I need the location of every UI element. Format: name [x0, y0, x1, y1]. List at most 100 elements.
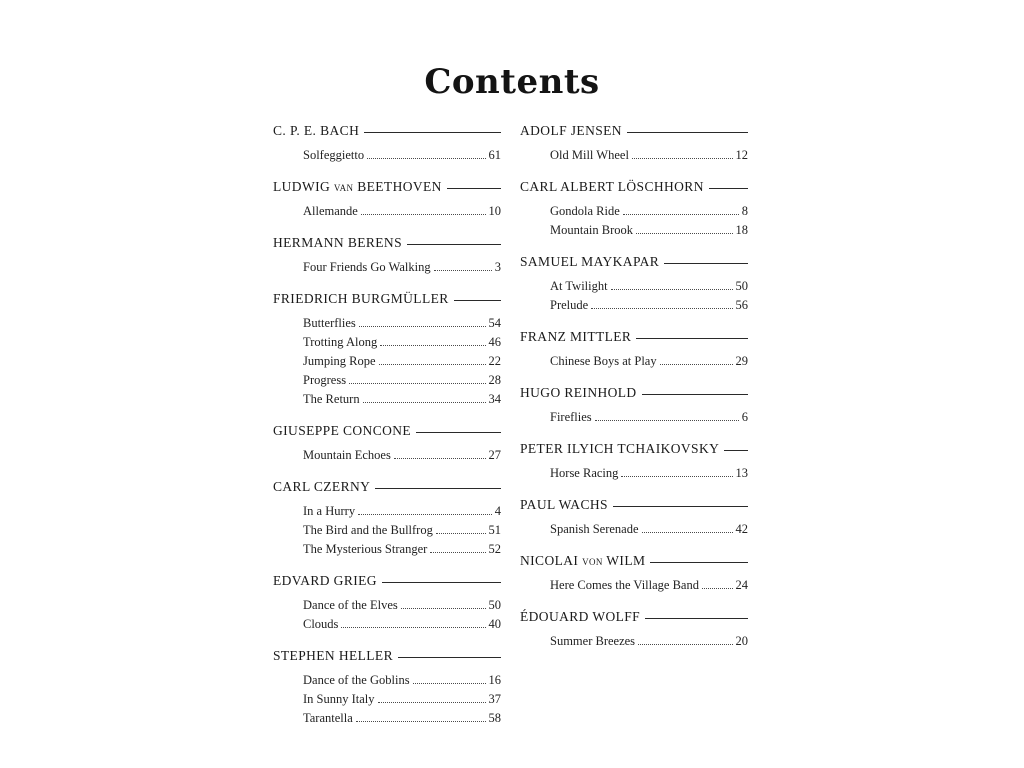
composer-heading: PETER ILYICH TCHAIKOVSKY — [520, 439, 748, 459]
dot-leader — [435, 533, 486, 534]
dot-leader — [621, 476, 733, 477]
composer-section: ÉDOUARD WOLFF Summer Breezes 20 — [520, 607, 748, 651]
composer-rule-line — [645, 618, 748, 619]
dot-leader — [380, 345, 486, 346]
composer-heading: PAUL WACHS — [520, 495, 748, 515]
composer-name: FRANZ MITTLER — [520, 329, 632, 344]
piece-page-number: 46 — [488, 335, 502, 349]
piece-row: Clouds 40 — [273, 615, 501, 634]
composer-section: STEPHEN HELLER Dance of the Goblins 16 In S… — [273, 646, 501, 728]
composer-rule-line — [416, 432, 501, 433]
page-title: Contents — [424, 62, 600, 102]
piece-title: Dance of the Goblins — [303, 673, 410, 687]
piece-title: Here Comes the Village Band — [550, 578, 699, 592]
composer-heading: FRIEDRICH BURGMÜLLER — [273, 289, 501, 309]
piece-title: Summer Breezes — [550, 634, 636, 648]
piece-title: Mountain Brook — [550, 223, 633, 237]
piece-row: Summer Breezes 20 — [520, 632, 748, 651]
composer-rule-line — [664, 263, 748, 264]
piece-page-number: 24 — [735, 578, 749, 592]
piece-title: Trotting Along — [303, 335, 378, 349]
composer-name: HUGO REINHOLD — [520, 385, 637, 400]
dot-leader — [358, 326, 486, 327]
composer-rule-line — [453, 300, 501, 301]
composer-rule-line — [612, 506, 748, 507]
dot-leader — [641, 532, 733, 533]
piece-title: In Sunny Italy — [303, 692, 375, 706]
piece-page-number: 54 — [488, 316, 502, 330]
piece-title: Mountain Echoes — [303, 448, 391, 462]
dot-leader — [367, 158, 486, 159]
piece-title: Dance of the Elves — [303, 598, 398, 612]
composer-heading: EDVARD GRIEG — [273, 571, 501, 591]
composer-name: PAUL WACHS — [520, 497, 608, 512]
piece-row: Here Comes the Village Band 24 — [520, 576, 748, 595]
piece-page-number: 40 — [488, 617, 502, 631]
piece-title: The Mysterious Stranger — [303, 542, 428, 556]
composer-heading: FRANZ MITTLER — [520, 327, 748, 347]
dot-leader — [659, 364, 733, 365]
composer-rule-line — [375, 488, 501, 489]
dot-leader — [349, 383, 486, 384]
composer-heading: CARL CZERNY — [273, 477, 501, 497]
composer-rule-line — [364, 132, 501, 133]
piece-page-number: 3 — [494, 260, 501, 274]
piece-page-number: 50 — [735, 279, 749, 293]
piece-page-number: 16 — [488, 673, 502, 687]
dot-leader — [631, 158, 733, 159]
dot-leader — [635, 233, 733, 234]
piece-page-number: 61 — [488, 148, 502, 162]
piece-page-number: 20 — [735, 634, 749, 648]
piece-title: In a Hurry — [303, 504, 356, 518]
piece-page-number: 8 — [741, 204, 748, 218]
dot-leader — [622, 214, 739, 215]
composer-heading: CARL ALBERT LÖSCHHORN — [520, 177, 748, 197]
piece-page-number: 58 — [488, 711, 502, 725]
dot-leader — [591, 308, 733, 309]
composer-name: EDVARD GRIEG — [273, 573, 377, 588]
dot-leader — [701, 588, 733, 589]
composer-heading: GIUSEPPE CONCONE — [273, 421, 501, 441]
piece-title: Clouds — [303, 617, 339, 631]
composer-heading: HERMANN BERENS — [273, 233, 501, 253]
dot-leader — [412, 683, 486, 684]
composer-name: SAMUEL MAYKAPAR — [520, 254, 660, 269]
composer-section: NICOLAI von WILM Here Comes the Village B… — [520, 551, 748, 595]
composer-rule-line — [626, 132, 748, 133]
composer-name: CARL ALBERT LÖSCHHORN — [520, 179, 704, 194]
piece-title: Jumping Rope — [303, 354, 376, 368]
composer-heading: ÉDOUARD WOLFF — [520, 607, 748, 627]
composer-name: LUDWIG van BEETHOVEN — [273, 179, 442, 194]
piece-title: The Return — [303, 392, 360, 406]
composer-heading: HUGO REINHOLD — [520, 383, 748, 403]
composer-heading: C. P. E. BACH — [273, 121, 501, 141]
composer-name: PETER ILYICH TCHAIKOVSKY — [520, 441, 720, 456]
composer-heading: LUDWIG van BEETHOVEN — [273, 177, 501, 197]
dot-leader — [377, 702, 486, 703]
composer-name: STEPHEN HELLER — [273, 648, 393, 663]
dot-leader — [358, 514, 492, 515]
composer-name: NICOLAI von WILM — [520, 553, 646, 568]
dot-leader — [360, 214, 486, 215]
